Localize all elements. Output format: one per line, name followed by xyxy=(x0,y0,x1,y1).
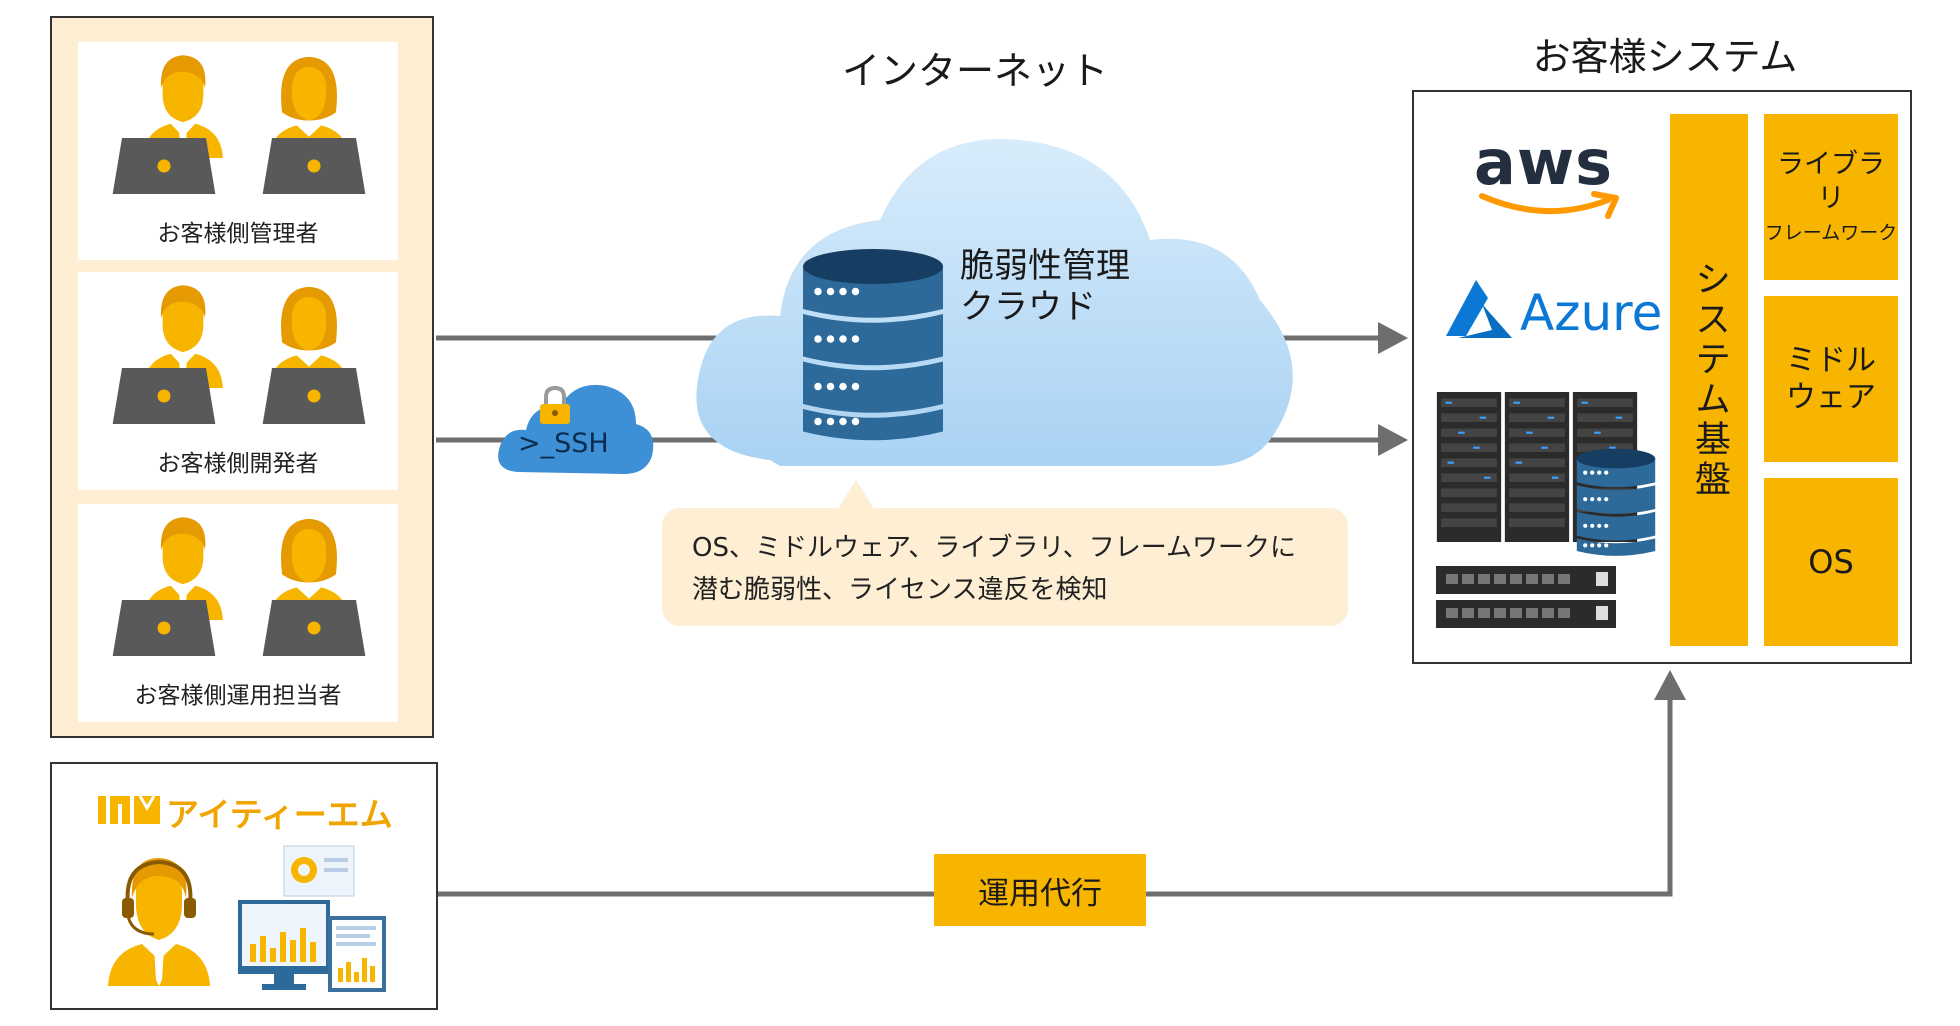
cloud-label-line1: 脆弱性管理 xyxy=(960,246,1130,286)
cloud-label: 脆弱性管理 クラウド xyxy=(960,246,1130,329)
server-rack-icon xyxy=(1504,392,1570,542)
os-box: OS xyxy=(1764,478,1898,646)
detection-text: OS、ミドルウェア、ライブラリ、フレームワークに 潜む脆弱性、ライセンス違反を検… xyxy=(692,528,1332,611)
customer-system-box: aws Azure システム基盤 ライブラリ フレームワーク ミド xyxy=(1412,90,1912,664)
library-label: ライブラリ xyxy=(1777,149,1885,215)
network-switch-icon xyxy=(1436,566,1616,594)
user-group-card-developer: お客様側開発者 xyxy=(78,272,398,490)
ssh-label: >_SSH xyxy=(518,428,609,459)
user-group-label: お客様側開発者 xyxy=(157,451,319,477)
cloud-label-line2: クラウド xyxy=(960,287,1096,328)
customer-users-panel: お客様側管理者 お客様側開発者 お客様側運用担当者 xyxy=(50,16,434,738)
customer-system-title: お客様システム xyxy=(1532,35,1798,79)
arrowhead-icon xyxy=(1654,670,1686,700)
detection-text-line2: 潜む脆弱性、ライセンス違反を検知 xyxy=(692,574,1108,605)
user-group-card-admin: お客様側管理者 xyxy=(78,42,398,260)
operation-arrow xyxy=(438,700,1673,897)
operation-proxy-box: 運用代行 xyxy=(934,854,1146,926)
azure-label: Azure xyxy=(1520,284,1663,342)
aws-logo: aws xyxy=(1474,126,1624,219)
internet-title: インターネット xyxy=(841,49,1108,93)
user-group-label: お客様側管理者 xyxy=(157,221,319,247)
middleware-box: ミドル ウェア xyxy=(1764,296,1898,462)
arrowhead-icon xyxy=(1378,322,1408,354)
operation-proxy-label: 運用代行 xyxy=(978,875,1102,912)
aws-smile-icon xyxy=(1479,191,1619,219)
user-group-label: お客様側運用担当者 xyxy=(134,683,342,709)
itm-logo-icon xyxy=(98,795,160,824)
operator-headset-icon xyxy=(108,858,210,986)
bubble-pointer xyxy=(836,480,876,512)
ssh-cloud-icon xyxy=(498,384,654,474)
framework-label: フレームワーク xyxy=(1764,221,1898,244)
itm-brand-name: アイティーエム xyxy=(166,795,393,834)
system-base-label: システム基盤 xyxy=(1689,260,1730,500)
arrowhead-icon xyxy=(1378,424,1408,456)
os-label: OS xyxy=(1808,543,1854,581)
network-switch-icon xyxy=(1436,600,1616,628)
system-base-box: システム基盤 xyxy=(1670,114,1748,646)
middleware-label-line2: ウェア xyxy=(1786,380,1876,415)
server-rack-icon xyxy=(1436,392,1502,542)
library-framework-box: ライブラリ フレームワーク xyxy=(1764,114,1898,280)
aws-logo-text: aws xyxy=(1474,126,1614,199)
detection-bubble xyxy=(662,508,1348,626)
user-group-card-operator: お客様側運用担当者 xyxy=(78,504,398,722)
detection-text-line1: OS、ミドルウェア、ライブラリ、フレームワークに xyxy=(692,533,1297,563)
middleware-label-line1: ミドル xyxy=(1786,342,1876,378)
itm-panel: アイティーエム xyxy=(50,762,438,1010)
database-icon xyxy=(798,228,948,460)
lock-icon xyxy=(540,386,570,424)
dashboard-icon xyxy=(238,845,386,992)
azure-icon xyxy=(1446,280,1512,338)
database-icon xyxy=(1574,438,1658,566)
